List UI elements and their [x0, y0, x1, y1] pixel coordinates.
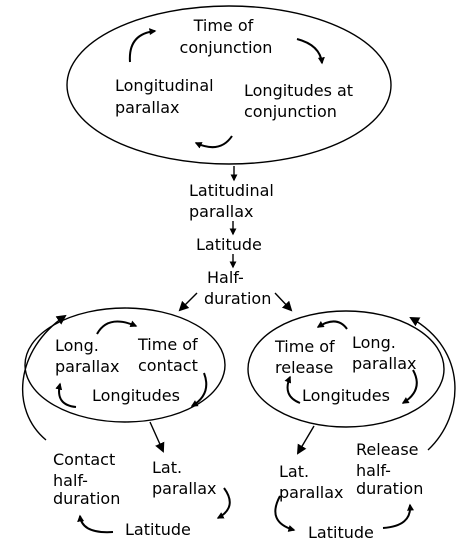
release-arrow-right — [401, 369, 418, 404]
lat-parallax-right-label: Lat. parallax — [279, 462, 344, 502]
top-cycle-ellipse — [66, 5, 392, 165]
contact-arrow-left — [55, 382, 77, 408]
longitudes-left-label: Longitudes — [92, 386, 180, 405]
arrow-to-release-cycle — [274, 292, 293, 312]
release-outer-loop-arrow — [409, 317, 456, 451]
contact-cycle-ellipse — [24, 307, 226, 423]
contact-arrow-latitude-to-half-duration — [77, 514, 114, 534]
latitudinal-parallax-label: Latitudinal parallax — [189, 181, 279, 221]
longitudes-right-label: Longitudes — [302, 386, 390, 405]
long-parallax-left-label: Long. parallax — [55, 336, 120, 376]
contact-arrow-right — [190, 372, 208, 407]
contact-outer-loop-arrow — [22, 314, 67, 441]
top-cycle-arrow-upper-right — [296, 38, 325, 65]
release-arrow-left — [284, 375, 301, 404]
longitudes-at-conjunction-label: Longitudes at conjunction — [244, 81, 358, 121]
arrow-to-lat-parallax-left — [149, 421, 165, 453]
time-of-release-label: Time of release — [274, 337, 340, 377]
latitude-label: Latitude — [196, 235, 262, 254]
time-of-contact-label: Time of contact — [137, 335, 203, 375]
long-parallax-right-label: Long. parallax — [352, 333, 417, 373]
arrow-to-contact-cycle — [178, 292, 198, 312]
release-half-duration-label: Release half- duration — [356, 440, 424, 498]
top-cycle-arrow-upper-left — [128, 28, 157, 63]
longitudinal-parallax-label: Longitudinal parallax — [115, 76, 219, 117]
release-arrow-top — [316, 320, 348, 330]
contact-arrow-lat-to-latitude — [216, 487, 231, 519]
latitude-right-label: Latitude — [308, 523, 374, 542]
latitude-left-label: Latitude — [125, 520, 191, 539]
contact-half-duration-label: Contact half- duration — [53, 450, 120, 508]
release-arrow-lat-to-latitude — [274, 495, 296, 532]
top-cycle-arrow-bottom — [194, 135, 233, 149]
contact-arrow-top — [96, 320, 138, 335]
lat-parallax-left-label: Lat. parallax — [152, 458, 217, 498]
arrow-to-lat-parallax-right — [296, 425, 315, 455]
time-of-conjunction-label: Time of conjunction — [180, 16, 273, 57]
release-cycle-ellipse — [247, 310, 445, 428]
half-duration-label: Half- duration — [204, 268, 271, 308]
release-arrow-latitude-to-half-duration — [382, 503, 415, 529]
